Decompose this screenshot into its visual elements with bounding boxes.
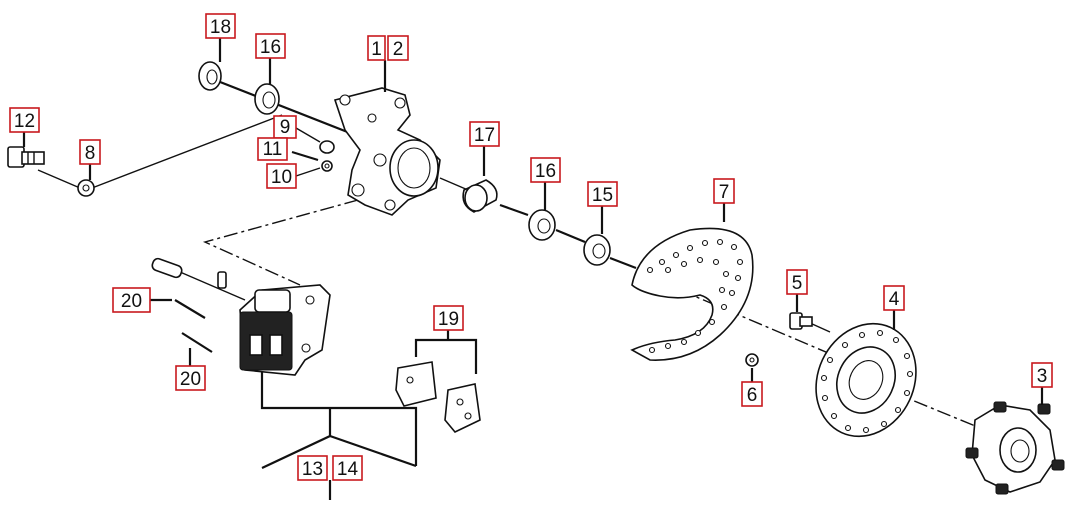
label-13: 13 — [297, 455, 328, 481]
washer-8 — [77, 179, 95, 197]
bearing-16-lower — [528, 209, 556, 241]
svg-text:1: 1 — [371, 39, 382, 60]
pin-11 — [291, 150, 319, 162]
leader-19-bracket — [414, 338, 478, 374]
svg-text:3: 3 — [1037, 366, 1048, 387]
brake-disc-4 — [815, 322, 917, 438]
svg-text:17: 17 — [474, 125, 495, 146]
svg-text:13: 13 — [302, 459, 323, 480]
wheel-hub-3 — [965, 401, 1065, 495]
svg-text:18: 18 — [210, 17, 231, 38]
nut-10 — [321, 160, 333, 172]
caliper-mount-dashline — [202, 199, 359, 286]
label-8: 8 — [79, 139, 101, 165]
label-19: 19 — [433, 305, 464, 331]
pin-20-lower — [181, 332, 213, 353]
axle-line-mid2 — [555, 228, 586, 244]
svg-text:7: 7 — [719, 182, 730, 203]
disc-center-dashline — [679, 289, 841, 359]
label-4: 4 — [883, 285, 905, 311]
svg-text:5: 5 — [792, 273, 803, 294]
brake-pad-right — [444, 383, 481, 433]
leader-10 — [295, 167, 321, 177]
svg-text:9: 9 — [280, 117, 291, 138]
label-20-lower: 20 — [175, 365, 206, 391]
svg-text:16: 16 — [535, 161, 556, 182]
bleeder-valve — [151, 257, 227, 289]
leader-13-14-bracket — [260, 372, 418, 466]
seal-18 — [198, 61, 222, 91]
label-6: 6 — [741, 381, 763, 407]
svg-text:16: 16 — [260, 37, 281, 58]
hub-center-dashline — [867, 381, 986, 431]
brake-pad-left — [395, 361, 437, 407]
label-16-lower: 16 — [530, 157, 561, 183]
label-20-upper: 20 — [112, 287, 151, 313]
label-1: 1 — [367, 35, 386, 61]
bolt-6 — [745, 353, 759, 367]
svg-text:8: 8 — [85, 143, 96, 164]
svg-text:2: 2 — [393, 39, 404, 60]
label-3: 3 — [1031, 362, 1053, 388]
label-15: 15 — [587, 181, 618, 207]
label-11: 11 — [257, 137, 288, 161]
pin-20-upper — [174, 299, 206, 319]
bearing-16-upper — [254, 83, 280, 115]
label-10: 10 — [266, 163, 297, 189]
steering-knuckle — [333, 87, 441, 216]
bleeder-axis — [179, 271, 246, 301]
axle-line-disc — [609, 256, 637, 270]
svg-text:15: 15 — [592, 185, 613, 206]
label-5: 5 — [786, 269, 808, 295]
label-17: 17 — [469, 121, 500, 147]
axle-line-knuckle — [439, 177, 469, 191]
label-14: 14 — [332, 455, 363, 481]
svg-text:20: 20 — [180, 369, 201, 390]
label-12: 12 — [9, 107, 40, 133]
label-2: 2 — [387, 35, 409, 61]
label-9: 9 — [273, 115, 297, 139]
leader-13-14-right — [329, 434, 417, 468]
svg-text:14: 14 — [337, 459, 359, 480]
svg-text:10: 10 — [271, 167, 292, 188]
leader-9 — [295, 127, 321, 143]
svg-text:20: 20 — [121, 291, 142, 312]
cotter-pin-9 — [319, 140, 335, 154]
label-16-upper: 16 — [255, 33, 286, 59]
spacer-17 — [462, 179, 498, 213]
label-7: 7 — [713, 178, 735, 204]
svg-text:11: 11 — [263, 139, 283, 160]
label-18: 18 — [205, 13, 236, 39]
brake-caliper — [239, 284, 331, 376]
bolt-12-axis — [37, 169, 81, 189]
svg-text:4: 4 — [889, 289, 900, 310]
bolt-5-axis — [809, 322, 831, 333]
svg-text:12: 12 — [14, 111, 35, 132]
seal-15 — [583, 234, 611, 266]
axle-line-mid — [499, 203, 529, 217]
bolt-12 — [7, 146, 45, 168]
bolt-line — [91, 114, 283, 189]
svg-text:6: 6 — [747, 385, 758, 406]
disc-guard-7 — [630, 227, 754, 361]
svg-text:19: 19 — [438, 309, 459, 330]
axle-line-upper — [214, 78, 351, 135]
bolt-5 — [789, 312, 813, 330]
